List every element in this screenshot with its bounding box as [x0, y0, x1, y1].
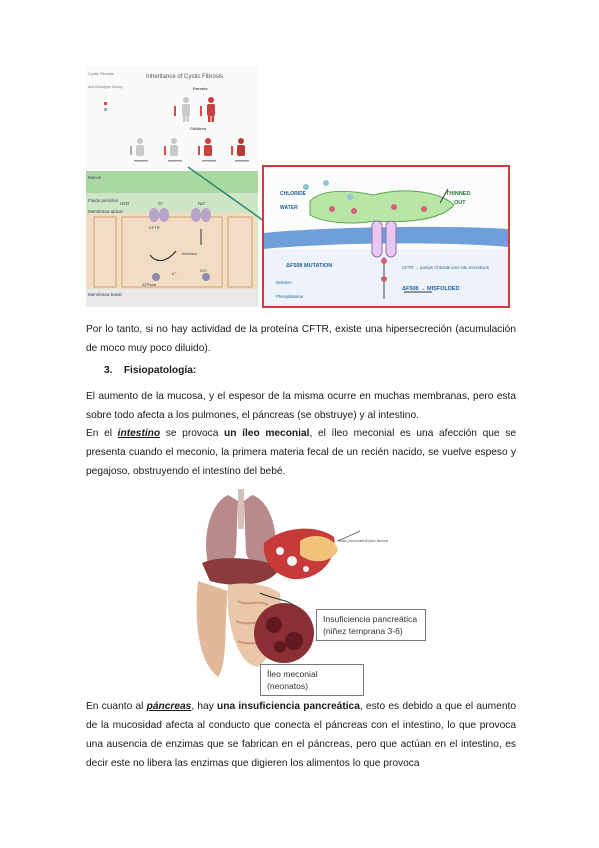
membrane-label: Cl⁻	[158, 201, 165, 206]
section-number: 3.	[104, 365, 113, 376]
label-insuficiencia-pancreatica: Insuficiencia pancreática (niñez tempran…	[316, 609, 426, 641]
section-title: Fisiopatología:	[123, 365, 197, 376]
mag-label-chloride: CHLORIDE	[280, 191, 307, 197]
label-ileo-meconial: Íleo meconial (neonatos)	[260, 664, 364, 696]
children-label: Children	[190, 126, 207, 131]
membrane-label: 2Cl⁻	[200, 268, 209, 273]
paragraph-mucosa: El aumento de la mucosa, y el espesor de…	[86, 391, 516, 421]
membrane-transport-diagram: Mucus Fluido periciliar Membrana apical …	[86, 171, 258, 307]
membrane-label: ATPasa	[142, 282, 156, 287]
term-intestino: intestino	[117, 428, 161, 439]
term-ileo-meconial: un íleo meconial	[224, 428, 310, 439]
mag-label-phenylalanine: Phenylalanine	[276, 294, 303, 299]
inheritance-small-subtitle: and Genotype Survey	[88, 85, 123, 89]
inheritance-diagram: Cystic Fibrosis and Genotype Survey Inhe…	[86, 66, 258, 171]
membrane-label: Na⁺	[198, 201, 207, 206]
term-insuficiencia-pancreatica: una insuficiencia pancreática	[217, 701, 360, 712]
membrane-label: Intestino	[182, 251, 198, 256]
anatomy-tiny-label: Ducto pancreático	[338, 539, 367, 543]
paragraph-intestino: En el intestino se provoca un íleo mecon…	[86, 428, 516, 477]
parents-label: Parents	[193, 86, 208, 91]
anatomy-tiny-label: Cystic fibrosis	[366, 539, 389, 543]
mag-label-water: WATER	[280, 205, 298, 211]
mag-label-cftr-note: CFTR → pumps Chloride ions into Secretio…	[402, 265, 489, 270]
membrane-label: K⁺	[172, 271, 177, 276]
paragraph-cftr-hypersecretion: Por lo tanto, si no hay actividad de la …	[86, 324, 516, 354]
inheritance-small-title: Cystic Fibrosis	[88, 71, 115, 76]
child-figure	[136, 138, 144, 156]
inheritance-figures	[104, 97, 249, 162]
mag-label-out: OUT	[454, 200, 466, 206]
membrane-label: Membrana apical	[88, 209, 123, 214]
membrane-label: H2O	[120, 201, 130, 206]
mag-label-deletion: Deletion	[276, 280, 292, 285]
child-figure	[204, 138, 212, 156]
parent-figure	[182, 97, 190, 122]
mag-label-misfolded: ΔF508 → MISFOLDED	[402, 286, 460, 292]
child-figure	[237, 138, 245, 156]
zoom-connector-line	[187, 166, 265, 222]
digestive-anatomy-illustration: Ducto pancreático Cystic fibrosis Insufi…	[188, 481, 426, 696]
membrane-label: Membrana basal	[88, 292, 122, 297]
cftr-magnified-diagram: CHLORIDE WATER THINNED OUT ΔF508 MUTATIO…	[262, 165, 510, 308]
term-pancreas: páncreas	[146, 701, 192, 712]
child-figure	[170, 138, 178, 156]
membrane-label: CFTR	[149, 225, 160, 230]
section-heading: 3. Fisiopatología:	[104, 365, 196, 376]
paragraph-pancreas: En cuanto al páncreas, hay una insuficie…	[86, 701, 516, 769]
parent-figure	[207, 97, 215, 122]
mag-label-thinned: THINNED	[446, 191, 471, 197]
mag-label-mutation: ΔF508 MUTATION	[286, 263, 333, 269]
membrane-label: Mucus	[88, 175, 102, 180]
inheritance-title: Inheritance of Cystic Fibrosis	[146, 74, 224, 80]
membrane-label: Fluido periciliar	[88, 198, 119, 203]
